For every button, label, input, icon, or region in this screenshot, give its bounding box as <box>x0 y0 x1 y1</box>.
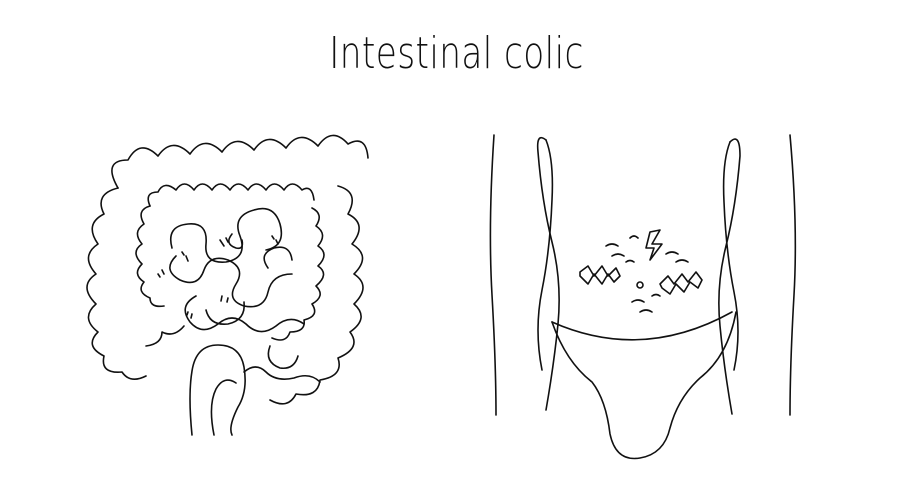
page-title: Intestinal colic <box>329 28 584 79</box>
pain-marks <box>579 229 703 313</box>
underwear <box>551 311 737 460</box>
intestines-illustration <box>86 134 369 436</box>
left-arm <box>536 136 560 411</box>
large-intestine-outer <box>86 134 369 405</box>
large-intestine-inner <box>135 183 325 341</box>
right-arm <box>718 138 741 415</box>
rectum <box>189 344 321 436</box>
abdomen-illustration <box>489 134 797 460</box>
navel-icon <box>636 281 644 289</box>
torso-outline <box>489 134 797 416</box>
small-intestine <box>157 207 305 333</box>
